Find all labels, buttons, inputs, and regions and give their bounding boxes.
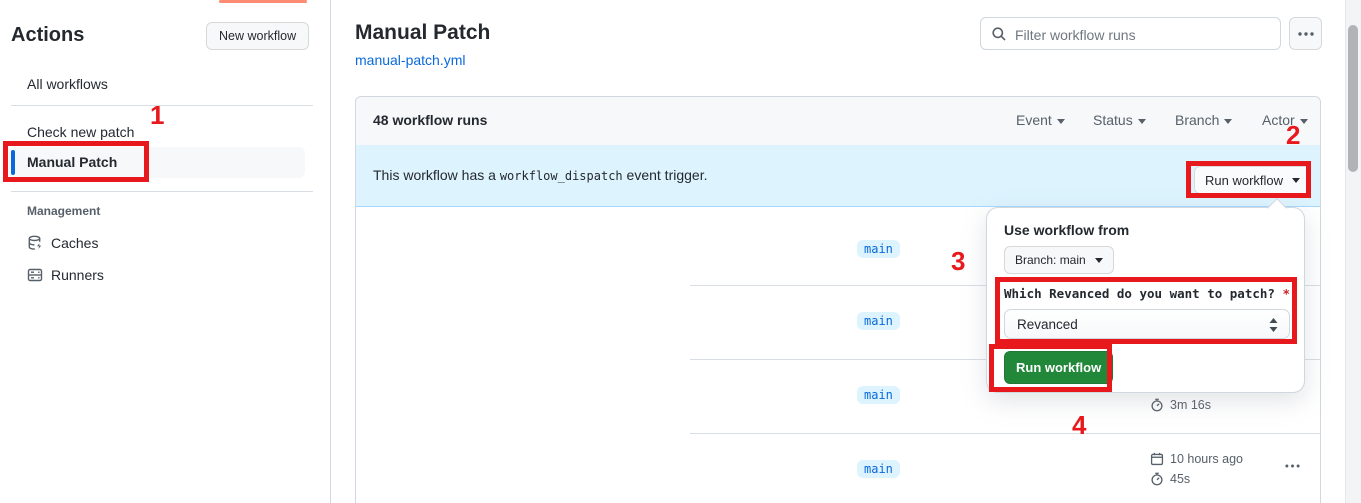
sidebar-item-label: Manual Patch: [27, 154, 118, 170]
run-workflow-submit-button[interactable]: Run workflow: [1004, 351, 1114, 384]
required-asterisk: *: [1282, 286, 1290, 301]
use-workflow-from-heading: Use workflow from: [1004, 222, 1130, 238]
cache-database-icon: [27, 235, 43, 251]
workflow-run-row[interactable]: main 3m 16s: [356, 359, 1320, 433]
select-value: Revanced: [1017, 317, 1078, 332]
workflow-run-row[interactable]: main: [356, 207, 1320, 285]
run-workflow-dropdown: Use workflow from Branch: main Which Rev…: [986, 207, 1305, 393]
run-duration: 3m 16s: [1150, 398, 1211, 412]
runs-header: 48 workflow runs Event Status Branch Act…: [356, 97, 1320, 146]
branch-selector-button[interactable]: Branch: main: [1004, 246, 1114, 274]
run-started-time: 10 hours ago: [1150, 452, 1243, 466]
sidebar-divider: [11, 191, 313, 192]
branch-badge[interactable]: main: [857, 240, 900, 258]
sidebar-title: Actions: [11, 24, 85, 46]
selected-indicator: [11, 150, 15, 175]
stopwatch-icon: [1151, 472, 1163, 486]
sidebar-item-label: Runners: [51, 267, 104, 283]
new-workflow-button[interactable]: New workflow: [206, 22, 310, 50]
scrollbar-thumb[interactable]: [1348, 25, 1358, 172]
filter-status[interactable]: Status: [1093, 112, 1146, 128]
sidebar-item-all-workflows[interactable]: All workflows: [27, 76, 108, 92]
triangle-down-icon: [1056, 118, 1065, 124]
chevron-up-down-icon: [1269, 318, 1278, 332]
kebab-horizontal-icon: [1297, 31, 1314, 36]
runs-count: 48 workflow runs: [373, 112, 488, 128]
sidebar-border: [330, 0, 331, 503]
workflow-run-row[interactable]: main: [356, 285, 1320, 359]
sidebar-item-runners[interactable]: Runners: [27, 267, 104, 283]
triangle-down-icon: [1094, 257, 1103, 263]
run-workflow-dropdown-button[interactable]: Run workflow: [1194, 166, 1312, 194]
workflow-dispatch-code: workflow_dispatch: [499, 169, 623, 183]
workflow-input-label: Which Revanced do you want to patch? *: [1004, 286, 1290, 301]
revanced-select[interactable]: Revanced: [1004, 309, 1290, 339]
server-icon: [27, 267, 43, 283]
run-duration: 45s: [1150, 472, 1190, 486]
filter-branch[interactable]: Branch: [1175, 112, 1233, 128]
search-input[interactable]: [1013, 19, 1277, 50]
sidebar-item-caches[interactable]: Caches: [27, 235, 98, 251]
actions-tab-underline-icon: [219, 0, 307, 3]
sidebar-divider: [11, 105, 313, 106]
filter-workflow-runs-search[interactable]: [980, 17, 1281, 50]
filter-actor[interactable]: Actor: [1262, 112, 1308, 128]
run-options-button[interactable]: [1280, 457, 1304, 475]
workflow-file-link[interactable]: manual-patch.yml: [355, 52, 466, 68]
workflow-run-row[interactable]: main 10 hours ago 45s: [356, 433, 1320, 503]
triangle-down-icon: [1137, 118, 1146, 124]
triangle-down-icon: [1224, 118, 1233, 124]
sidebar-item-check-new-patch[interactable]: Check new patch: [27, 124, 135, 140]
branch-badge[interactable]: main: [857, 312, 900, 330]
triangle-down-icon: [1292, 177, 1301, 183]
branch-badge[interactable]: main: [857, 460, 900, 478]
filter-event[interactable]: Event: [1016, 112, 1065, 128]
management-section-label: Management: [27, 204, 101, 218]
row-separator: [690, 433, 1320, 434]
triangle-down-icon: [1299, 118, 1308, 124]
kebab-horizontal-icon: [1284, 464, 1300, 468]
page-title: Manual Patch: [355, 21, 491, 44]
sidebar-item-label: Caches: [51, 235, 99, 251]
workflow-options-button[interactable]: [1289, 17, 1322, 50]
search-icon: [992, 27, 1006, 41]
banner-text: This workflow has a workflow_dispatch ev…: [373, 167, 708, 183]
calendar-icon: [1150, 452, 1164, 466]
branch-badge[interactable]: main: [857, 386, 900, 404]
stopwatch-icon: [1151, 398, 1163, 412]
workflow-dispatch-banner: This workflow has a workflow_dispatch ev…: [356, 145, 1320, 207]
sidebar-item-manual-patch[interactable]: Manual Patch: [9, 147, 305, 178]
